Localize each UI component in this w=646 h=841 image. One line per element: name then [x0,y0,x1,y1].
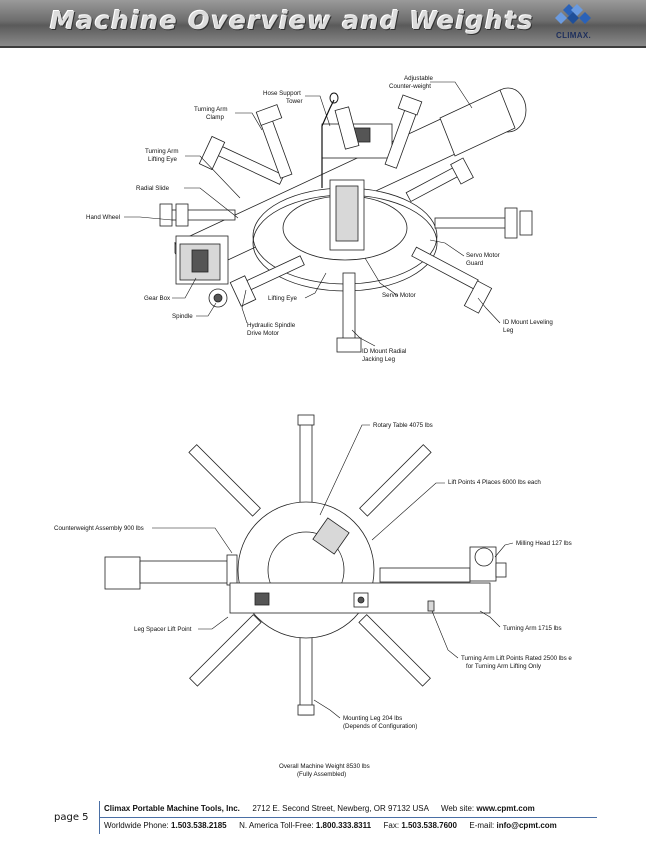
label-id-mount-radial-2: Jacking Leg [362,356,396,363]
label-overall-weight-1: Overall Machine Weight 8530 lbs [279,763,370,770]
leg-west [159,203,236,227]
machine-overview-diagram: Adjustable Counter-weight Hose Support T… [86,75,553,363]
label-turning-arm-lift-points-2: for Turning Arm Lifting Only [466,663,542,670]
milling-head [469,546,507,582]
label-counterweight-assembly: Counterweight Assembly 900 lbs [54,525,144,532]
leg-north [334,106,360,150]
label-hand-wheel: Hand Wheel [86,214,120,221]
label-id-mount-leveling-2: Leg [503,327,514,334]
footer-email-link[interactable]: info@cpmt.com [496,821,557,830]
machine-weights-diagram: Rotary Table 4075 lbs Lift Points 4 Plac… [54,414,572,778]
label-hose-support-tower-1: Hose Support [263,90,301,97]
leg-top [297,414,315,513]
label-servo-motor: Servo Motor [382,292,416,299]
label-turning-arm-lifting-eye-2: Lifting Eye [148,156,177,163]
leg-bottom [297,619,315,716]
label-gear-box: Gear Box [144,295,171,302]
leg-southeast [411,246,493,314]
label-servo-motor-guard-2: Guard [466,260,484,267]
label-adjustable-counterweight-2: Counter-weight [389,83,431,90]
footer-company-row: Climax Portable Machine Tools, Inc. 2712… [104,804,535,813]
footer-web-link[interactable]: www.cpmt.com [476,804,535,813]
footer-contact-row: Worldwide Phone: 1.503.538.2185 N. Ameri… [104,821,557,830]
footer-company-name: Climax Portable Machine Tools, Inc. [104,804,240,813]
leg-northwest [198,135,285,185]
mounting-legs [159,94,533,353]
hose-support-tower [321,92,339,188]
footer-fax-label: Fax: [383,821,400,830]
label-mounting-leg-2: (Depends of Configuration) [343,723,417,730]
logo-wordmark: CLIMAX. [556,31,591,40]
page-title: Machine Overview and Weights [50,6,535,35]
footer-address: 2712 E. Second Street, Newberg, OR 97132… [252,804,429,813]
page-number: page 5 [54,812,89,823]
label-adjustable-counterweight-1: Adjustable [404,75,433,82]
footer-phone-value: 1.503.538.2185 [171,821,227,830]
page-header-banner: Machine Overview and Weights [0,0,646,48]
counterweight-assembly [104,554,238,590]
leg-southwest [229,255,305,307]
leader-lines [124,81,501,347]
label-lifting-eye: Lifting Eye [268,295,297,302]
label-overall-weight-2: (Fully Assembled) [297,771,346,778]
label-radial-slide: Radial Slide [136,185,170,192]
weights-legs [188,414,432,716]
label-id-mount-leveling-1: ID Mount Leveling [503,319,553,326]
footer-email-label: E-mail: [469,821,495,830]
leg-top-right [359,444,432,517]
weights-leader-lines [152,424,514,719]
leg-south [336,272,362,353]
footer-divider-horizontal [99,817,597,818]
turning-arm [229,567,491,614]
gearbox-assembly [175,235,229,308]
leg-upper-left [255,104,293,179]
footer-fax-value: 1.503.538.7600 [401,821,457,830]
label-hydraulic-spindle-2: Drive Motor [247,330,279,337]
label-leg-spacer-lift-point: Leg Spacer Lift Point [134,626,192,633]
label-turning-arm-lifting-eye-1: Turning Arm [145,148,178,155]
counterweight-cylinder [439,87,527,157]
leg-top-left [188,444,261,517]
leg-bottom-right [358,614,431,687]
leg-bottom-left [189,614,262,687]
label-rotary-table: Rotary Table 4075 lbs [373,422,433,429]
footer-web-label: Web site: [440,804,475,813]
label-spindle: Spindle [172,313,193,320]
label-turning-arm-clamp-1: Turning Arm [194,106,227,113]
label-turning-arm-lift-points-1: Turning Arm Lift Points Rated 2500 lbs e [461,655,572,662]
leg-north-upper [384,94,423,169]
leg-northeast [405,157,474,203]
label-id-mount-radial-1: ID Mount Radial [362,348,406,355]
footer-phone-label: Worldwide Phone: [104,821,169,830]
label-mounting-leg-1: Mounting Leg 204 lbs [343,715,402,722]
label-hydraulic-spindle-1: Hydraulic Spindle [247,322,296,329]
climax-logo-icon [555,4,591,24]
leg-east [434,207,533,239]
label-milling-head: Milling Head 127 lbs [516,540,572,547]
label-lift-points: Lift Points 4 Places 6000 lbs each [448,479,541,486]
rotary-table [237,501,375,639]
label-servo-motor-guard-1: Servo Motor [466,252,500,259]
footer-tollfree-value: 1.800.333.8311 [315,821,372,830]
label-hose-support-tower-2: Tower [286,98,303,105]
label-turning-arm: Turning Arm 1715 lbs [503,625,562,632]
label-turning-arm-clamp-2: Clamp [206,114,224,121]
footer-tollfree-label: N. America Toll-Free: [239,821,314,830]
